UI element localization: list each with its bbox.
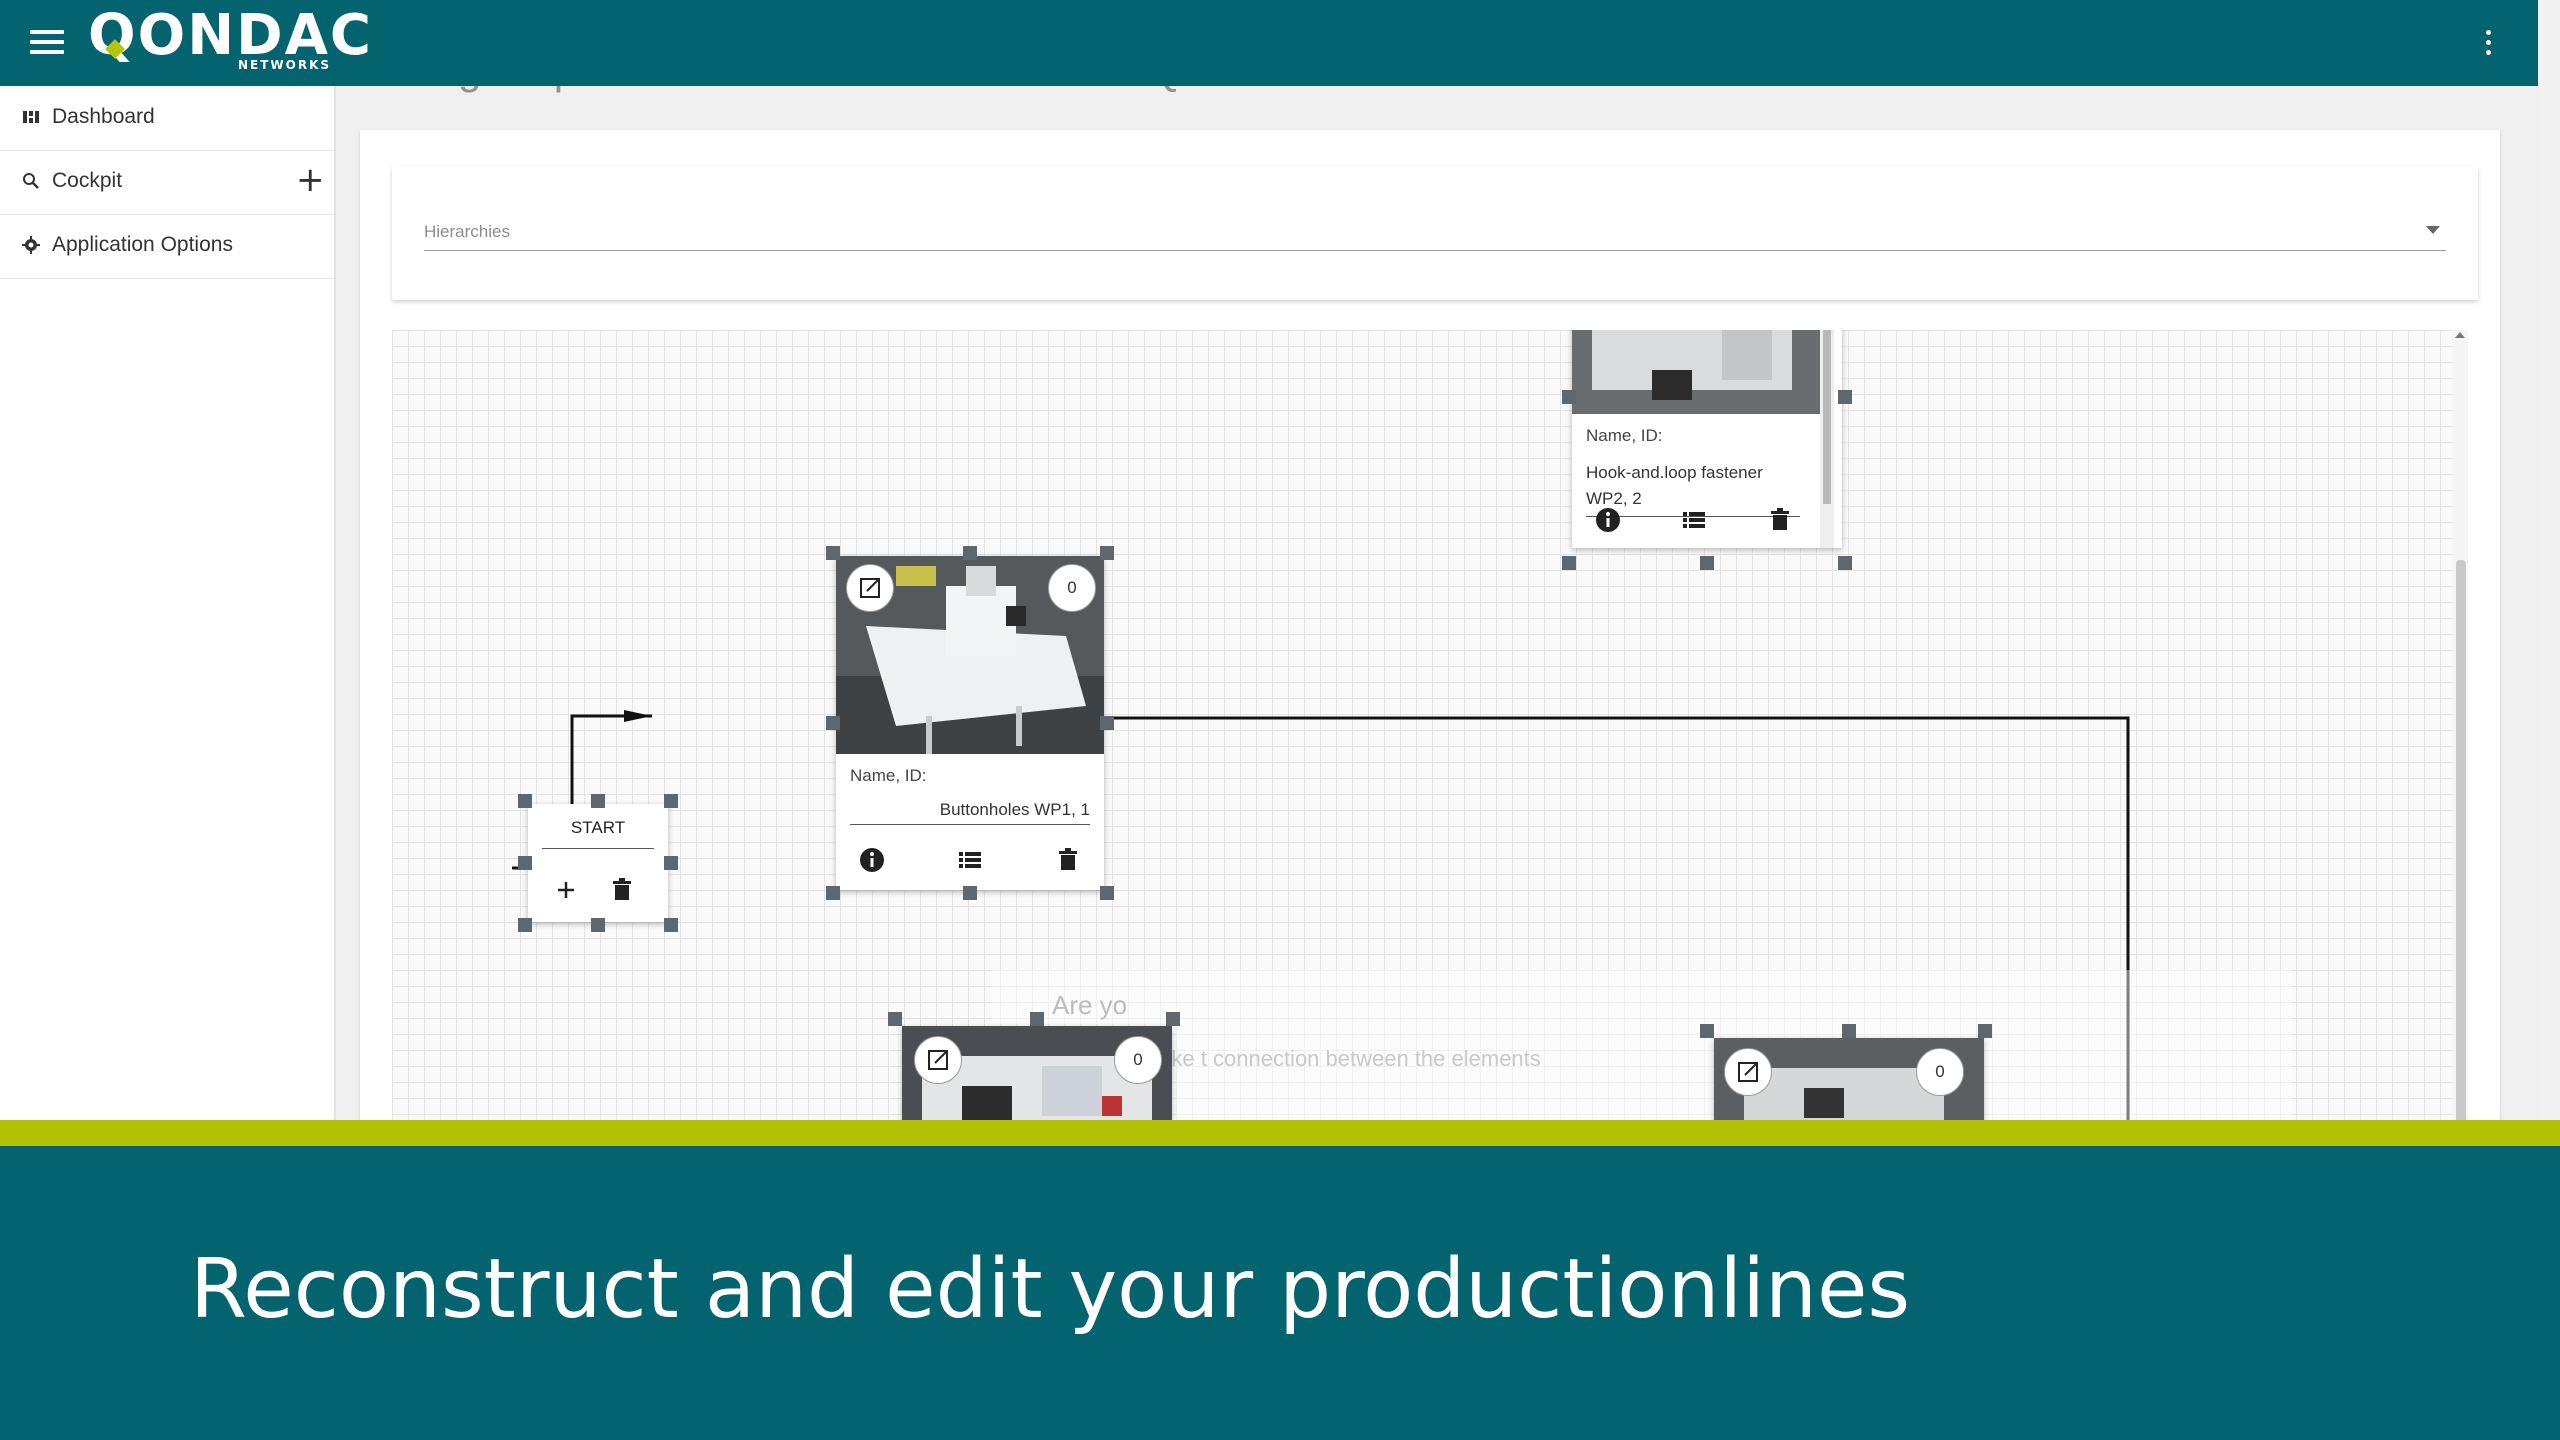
logo-text: QONDAC [88,3,373,68]
workplace-node-wp1[interactable]: 0 Name, ID: Buttonholes WP1, 1 [836,556,1104,890]
chevron-down-icon [2426,226,2440,234]
resize-handle[interactable] [1100,716,1114,730]
resize-handle[interactable] [1978,1024,1992,1038]
page-scrollbar[interactable] [2538,0,2560,1120]
name-id-value[interactable]: Buttonholes WP1, 1 [850,800,1090,825]
start-node[interactable]: START [528,804,668,922]
open-external-icon[interactable] [846,564,894,612]
machine-photo [1572,330,1820,414]
main-content: Configure process view: Production Line … [336,86,2538,1120]
hierarchies-card: Hierarchies [392,166,2478,300]
dialog-title: Are yo [1052,990,1128,1020]
resize-handle[interactable] [1700,556,1714,570]
resize-handle[interactable] [1700,1024,1714,1038]
sidebar-item-dashboard[interactable]: Dashboard [0,86,334,151]
resize-handle[interactable] [1842,1024,1856,1038]
resize-handle[interactable] [1838,390,1852,404]
resize-handle[interactable] [1838,556,1852,570]
info-icon[interactable] [1594,506,1622,534]
resize-handle[interactable] [1100,546,1114,560]
resize-handle[interactable] [664,856,678,870]
trash-icon[interactable] [1054,846,1082,874]
name-id-label: Name, ID: [850,766,927,785]
search-icon [23,173,39,189]
resize-handle[interactable] [591,794,605,808]
divider [542,848,654,849]
connection-wp1-to-next[interactable] [836,716,2130,1120]
resize-handle[interactable] [518,918,532,932]
scrollbar-thumb[interactable] [2456,560,2466,1120]
sidebar-item-label: Cockpit [52,169,123,192]
top-app-bar: QONDAC NETWORKS [0,0,2538,86]
add-icon[interactable] [552,876,580,904]
sidebar-item-label: Dashboard [52,105,155,128]
trash-icon[interactable] [1766,506,1794,534]
resize-handle[interactable] [1562,390,1576,404]
name-id-value[interactable]: Hook-and.loop fastener WP2, 2 [1586,460,1800,517]
gear-icon [22,236,40,254]
add-cockpit-icon[interactable]: + [296,160,325,200]
resize-handle[interactable] [664,794,678,808]
scroll-up-icon[interactable] [2455,332,2465,338]
machine-image [1572,330,1820,414]
resize-handle[interactable] [1100,886,1114,900]
canvas-scrollbar[interactable] [2452,330,2468,1120]
page-title: Configure process view: Production Line … [360,86,1333,94]
resize-handle[interactable] [963,886,977,900]
logo-subtitle: NETWORKS [238,58,332,72]
list-icon[interactable] [1680,506,1708,534]
resize-handle[interactable] [963,546,977,560]
trash-icon[interactable] [608,876,636,904]
info-icon[interactable] [858,846,886,874]
workplace-node-wp2[interactable]: Name, ID: Hook-and.loop fastener WP2, 2 [1572,330,1842,548]
banner-caption: Reconstruct and edit your productionline… [190,1242,1911,1337]
start-label: START [570,818,626,837]
caption-banner: Reconstruct and edit your productionline… [0,1146,2560,1440]
arrow-head-icon [624,710,652,722]
resize-handle[interactable] [826,886,840,900]
resize-handle[interactable] [664,918,678,932]
resize-handle[interactable] [518,794,532,808]
resize-handle[interactable] [826,546,840,560]
dashboard-icon [23,111,39,123]
sidebar: Dashboard Cockpit + Application Options [0,86,336,1120]
resize-handle[interactable] [518,856,532,870]
count-badge: 0 [1048,564,1096,612]
name-id-label: Name, ID: [1586,426,1663,445]
hamburger-menu-icon[interactable] [30,30,64,58]
hierarchies-label: Hierarchies [424,222,510,241]
resize-handle[interactable] [1562,556,1576,570]
count-badge: 0 [1916,1048,1964,1096]
resize-handle[interactable] [1030,1012,1044,1026]
resize-handle[interactable] [1166,1012,1180,1026]
hierarchies-select[interactable]: Hierarchies [424,214,2446,251]
node-scrollbar[interactable] [1820,330,1834,548]
workplace-node-3[interactable]: 0 [902,1026,1172,1120]
more-options-icon[interactable] [2482,30,2494,60]
open-external-icon[interactable] [914,1036,962,1084]
sidebar-item-cockpit[interactable]: Cockpit + [0,150,334,215]
sidebar-item-application-options[interactable]: Application Options [0,214,334,279]
resize-handle[interactable] [591,918,605,932]
open-external-icon[interactable] [1724,1048,1772,1096]
confirm-dialog-fading: Are yo Would you like t connection betwe… [992,970,2292,1120]
resize-handle[interactable] [888,1012,902,1026]
sidebar-item-label: Application Options [52,233,233,256]
accent-bar [0,1120,2560,1146]
workplace-node-4[interactable]: 0 [1714,1038,1984,1120]
resize-handle[interactable] [826,716,840,730]
process-canvas[interactable]: Are yo Would you like t connection betwe… [392,330,2452,1120]
qondac-logo: QONDAC NETWORKS [88,4,371,74]
list-icon[interactable] [956,846,984,874]
count-badge: 0 [1114,1036,1162,1084]
